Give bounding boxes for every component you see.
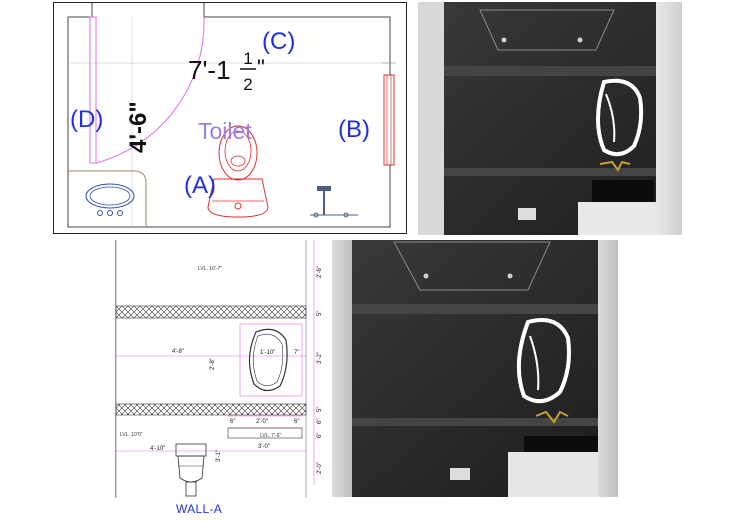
render-bottom-image (332, 240, 618, 497)
wc-elevation (175, 443, 207, 497)
mirror-outline (248, 328, 288, 392)
right-dim-4: 5" (317, 407, 323, 412)
door-opening (92, 3, 204, 19)
led-mirror (596, 78, 644, 157)
counter-left-dim: 6" (230, 419, 235, 425)
floor-fixture (310, 186, 358, 218)
wc-height-dim: 3'-1" (216, 450, 222, 462)
right-dim-2: 5" (317, 311, 323, 316)
elevation-caption: WALL-A (176, 502, 223, 516)
wash-basin (85, 183, 135, 209)
wall-label-a: (A) (184, 172, 216, 199)
wc-offset-dim: 4'-10" (150, 446, 165, 452)
right-dim-1: 2'-6" (317, 266, 323, 278)
room-label: Toilet (198, 118, 252, 144)
mirror-width-dim: 1'-10" (260, 350, 275, 356)
elevation-drawing: LVL. 10'-7" LVL. 10'0" LVL. 7'-6" 2'-6" … (116, 240, 323, 498)
floor-plan-drawing: 7'-1 1 2 " (C) 4'-6" (D) Toilet (B) (A) (67, 3, 396, 228)
plan-width-dimension: 7'-1 (188, 55, 231, 85)
water-closet (207, 125, 269, 218)
counter-mid-dim: 2'-0" (256, 419, 268, 425)
door-swing-arc (95, 16, 205, 164)
wall-label-b: (B) (338, 116, 370, 143)
level-label-top: LVL. 10'-7" (198, 266, 222, 272)
level-label-bottom: LVL. 10'0" (120, 432, 143, 438)
bathroom-render-bottom (332, 240, 618, 497)
door-leaf (89, 16, 97, 164)
led-mirror (516, 318, 571, 404)
right-dim-6: 6" (317, 433, 323, 438)
bathroom-render-top (418, 2, 682, 235)
plan-width-fraction-denominator: 2 (243, 75, 252, 94)
wall-label-d: (D) (70, 106, 103, 133)
floor-plan: 7'-1 1 2 " (C) 4'-6" (D) Toilet (B) (A) (53, 2, 407, 234)
wall-a-elevation: LVL. 10'-7" LVL. 10'0" LVL. 7'-6" 2'-6" … (115, 240, 324, 498)
plan-width-inch-mark: " (257, 55, 265, 80)
plan-width-fraction-numerator: 1 (243, 49, 252, 68)
counter-right-dim: 6" (294, 419, 299, 425)
counter-total-dim: 3'-0" (258, 444, 270, 450)
render-top-image (418, 2, 682, 235)
right-dim-5: 6" (317, 419, 323, 424)
right-dim-3: 3'-2" (317, 352, 323, 364)
vanity-counter (68, 170, 147, 227)
tile-band-upper (116, 305, 307, 319)
level-label-mid: LVL. 7'-6" (260, 433, 281, 439)
counter-slab (227, 427, 303, 439)
mirror-offset-dim: 4'-8" (172, 349, 184, 355)
plan-depth-dimension: 4'-6" (125, 101, 152, 153)
mirror-side-dim: 7" (294, 350, 299, 356)
wall-label-c: (C) (262, 28, 295, 55)
tile-band-lower (116, 403, 307, 416)
right-dim-7: 2'-0" (317, 462, 323, 474)
mirror-height-dim: 2'-8" (210, 358, 216, 370)
window (382, 62, 396, 166)
